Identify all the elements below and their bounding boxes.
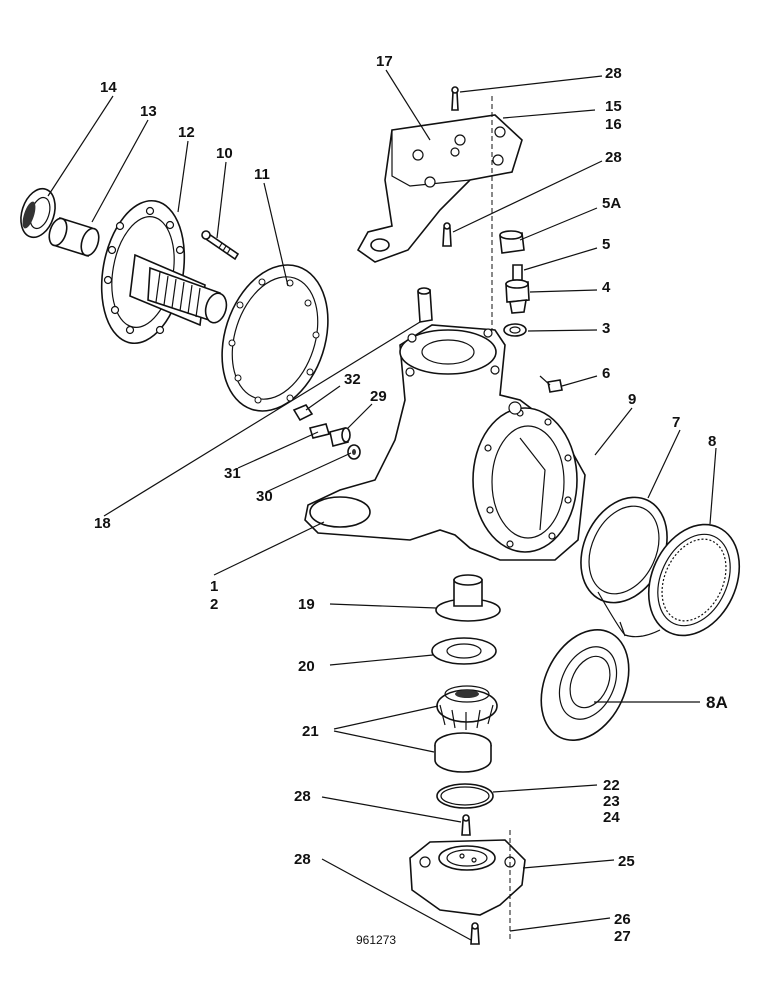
callout-2: 2 (210, 596, 218, 613)
bearing-cone-part-21 (436, 685, 498, 730)
bolt-part-6 (539, 375, 563, 393)
callout-25: 25 (618, 853, 635, 870)
callout-32: 32 (344, 371, 361, 388)
callout-3: 3 (602, 320, 610, 337)
callout-29: 29 (370, 388, 387, 405)
callout-5: 5 (602, 236, 610, 253)
steering-arm-part-17 (356, 114, 523, 263)
callout-10: 10 (216, 145, 233, 162)
drawing-reference-number: 961273 (356, 933, 396, 947)
callout-labels: 14 13 12 10 11 17 28 15 16 28 5A 5 4 3 6… (94, 53, 728, 947)
washer-part-3 (503, 323, 527, 337)
hub-part-12 (100, 199, 228, 345)
callout-8: 8 (708, 433, 716, 450)
callout-18: 18 (94, 515, 111, 532)
callout-9: 9 (628, 391, 636, 408)
trunnion-part-19 (435, 574, 501, 622)
callout-23: 23 (603, 793, 620, 810)
callout-19: 19 (298, 596, 315, 613)
callout-4: 4 (602, 279, 611, 296)
callout-31: 31 (224, 465, 241, 482)
callout-24: 24 (603, 809, 620, 826)
bush-part-13 (48, 216, 100, 258)
dowel-part-18 (417, 287, 433, 323)
callout-27: 27 (614, 928, 631, 945)
oring-part-22 (436, 783, 494, 809)
seal-part-14 (20, 187, 56, 239)
gasket-part-11 (221, 264, 329, 412)
grease-nipple-part-28-bottom (470, 922, 480, 945)
callout-13: 13 (140, 103, 157, 120)
seal-part-8 (647, 523, 741, 637)
callout-28-bottom: 28 (294, 851, 311, 868)
callout-30: 30 (256, 488, 273, 505)
callout-28-top: 28 (605, 65, 622, 82)
callout-22: 22 (603, 777, 620, 794)
callout-8A: 8A (706, 693, 728, 712)
callout-16: 16 (605, 116, 622, 133)
bearing-cup-part-21 (434, 732, 492, 773)
screw-part-31 (308, 423, 331, 439)
bottom-cap-part-25 (409, 839, 526, 916)
grease-nipple-part-28-cap (461, 814, 471, 836)
callout-28-cap: 28 (294, 788, 311, 805)
callout-5A: 5A (602, 195, 621, 212)
valve-part-4 (505, 279, 530, 314)
shim-part-20 (431, 637, 497, 665)
callout-11: 11 (254, 166, 270, 183)
grease-nipple-part-28-top (451, 86, 459, 111)
grease-nipple-part-28-arm (442, 222, 452, 247)
callout-12: 12 (178, 124, 195, 141)
callout-20: 20 (298, 658, 315, 675)
callout-26: 26 (614, 911, 631, 928)
cap-part-5A (499, 230, 525, 254)
callout-28-arm: 28 (605, 149, 622, 166)
stud-part-10 (201, 230, 240, 261)
bush-part-29 (329, 427, 351, 447)
callout-1: 1 (210, 578, 218, 595)
swivel-housing-part-1 (304, 324, 586, 561)
callout-17: 17 (376, 53, 393, 70)
leader-lines (47, 69, 717, 941)
nipple-part-5 (512, 264, 523, 281)
callout-21: 21 (302, 723, 319, 740)
callout-7: 7 (672, 414, 680, 431)
washer-part-30 (347, 444, 361, 460)
seal-part-8A (540, 628, 630, 742)
callout-6: 6 (602, 365, 610, 382)
callout-15: 15 (605, 98, 622, 115)
callout-14: 14 (100, 79, 117, 96)
